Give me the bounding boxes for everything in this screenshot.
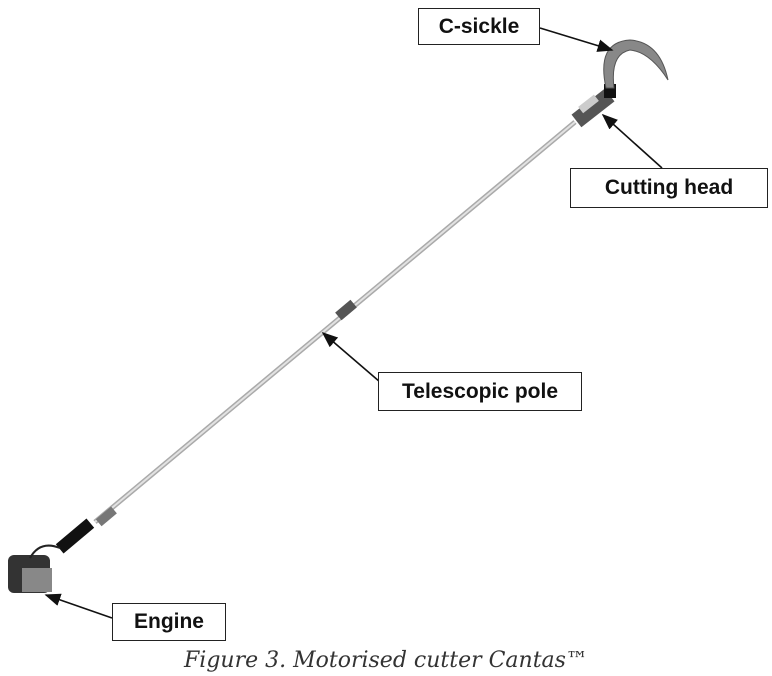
leader-arrows: [44, 27, 663, 619]
label-telescopic-pole: Telescopic pole: [378, 372, 582, 411]
label-engine: Engine: [112, 603, 226, 641]
figure-caption: Figure 3. Motorised cutter Cantas™: [184, 648, 588, 673]
cutting-head-shape: [571, 84, 616, 128]
c-sickle-shape: [603, 39, 669, 89]
label-c-sickle: C-sickle: [418, 8, 540, 45]
telescopic-pole-shape: [93, 120, 577, 527]
engine-shape: [8, 518, 95, 593]
label-cutting-head: Cutting head: [570, 168, 768, 208]
